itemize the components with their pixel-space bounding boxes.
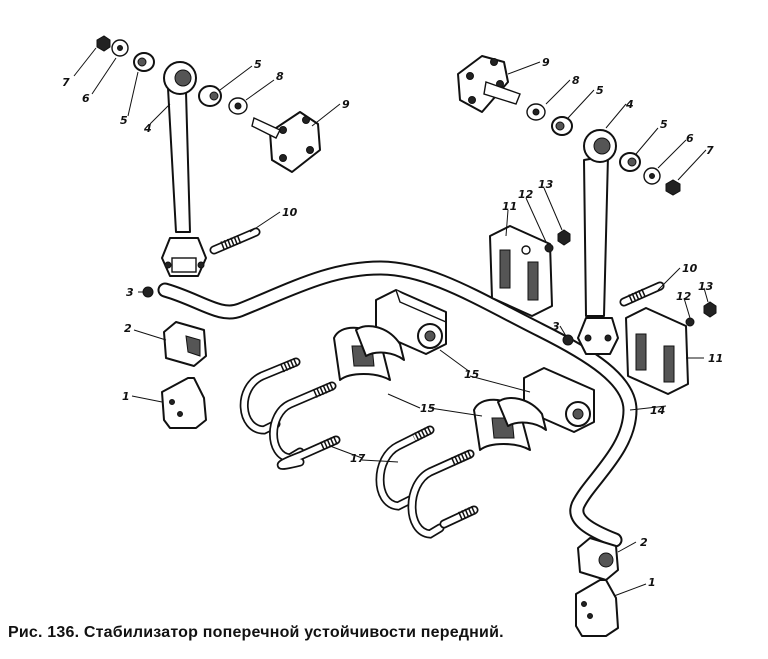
label-17: 17 xyxy=(350,452,366,465)
label-13-lower: 13 xyxy=(698,280,714,293)
label-11-lower: 11 xyxy=(708,352,723,365)
label-10-right: 10 xyxy=(682,262,698,275)
label-9-right: 9 xyxy=(542,56,550,69)
label-1-right: 1 xyxy=(648,576,656,589)
label-2-left: 2 xyxy=(124,322,132,335)
nut-upper-13 xyxy=(557,229,571,246)
callout-labels: 7 6 5 4 5 8 9 10 3 2 1 9 8 5 4 5 6 7 13 … xyxy=(62,56,723,589)
label-5-left-a: 5 xyxy=(120,114,128,127)
label-7-right: 7 xyxy=(706,144,714,157)
leader-lines xyxy=(73,47,709,597)
cushions xyxy=(333,289,595,451)
clamp-upper-half-b xyxy=(355,325,405,361)
left-link-assembly xyxy=(96,35,321,298)
pin-flange-left xyxy=(269,111,321,173)
label-6-left: 6 xyxy=(82,92,90,105)
label-5-left-b: 5 xyxy=(254,58,262,71)
link-right xyxy=(583,155,609,317)
brackets xyxy=(489,225,717,395)
label-12-lower: 12 xyxy=(676,290,692,303)
washer-lower-12 xyxy=(685,317,695,327)
link-left xyxy=(167,87,191,233)
u-bolts xyxy=(239,357,479,539)
label-15-upper: 15 xyxy=(464,368,480,381)
figure-caption: Рис. 136. Стабилизатор поперечной устойч… xyxy=(8,624,504,641)
label-7-left: 7 xyxy=(62,76,70,89)
label-3-right: 3 xyxy=(552,320,560,333)
end-bushings xyxy=(161,321,619,637)
nut-left xyxy=(96,35,111,52)
u-bolt-2 xyxy=(276,435,341,470)
label-4-right: 4 xyxy=(625,98,634,111)
label-3-left: 3 xyxy=(126,286,134,299)
label-13-upper: 13 xyxy=(538,178,554,191)
label-4-left: 4 xyxy=(143,122,152,135)
nut-lower-13 xyxy=(703,301,717,318)
label-11-upper: 11 xyxy=(502,200,517,213)
bracket-lower xyxy=(625,307,689,395)
end-clamp-left xyxy=(161,377,207,429)
label-15-lower: 15 xyxy=(420,402,436,415)
label-10-left: 10 xyxy=(282,206,298,219)
label-2-right: 2 xyxy=(640,536,648,549)
label-8-right: 8 xyxy=(572,74,580,87)
nut-right xyxy=(665,179,681,196)
washer-upper-12 xyxy=(544,243,554,253)
u-bolt-3 xyxy=(375,425,479,539)
end-clamp-right xyxy=(575,579,619,637)
label-14: 14 xyxy=(650,404,665,417)
label-6-right: 6 xyxy=(686,132,694,145)
right-link-assembly xyxy=(457,55,681,355)
end-bushing-right xyxy=(577,537,619,581)
nut-bar-right xyxy=(562,334,574,346)
label-12-upper: 12 xyxy=(518,188,534,201)
clamp-lower-half-b xyxy=(497,397,547,431)
label-5-right-b: 5 xyxy=(660,118,668,131)
nut-bar-left xyxy=(142,286,154,298)
label-1-left: 1 xyxy=(122,390,130,403)
label-5-right-a: 5 xyxy=(596,84,604,97)
stabilizer-bar xyxy=(157,260,638,548)
label-9-left: 9 xyxy=(342,98,350,111)
label-8-left: 8 xyxy=(276,70,284,83)
